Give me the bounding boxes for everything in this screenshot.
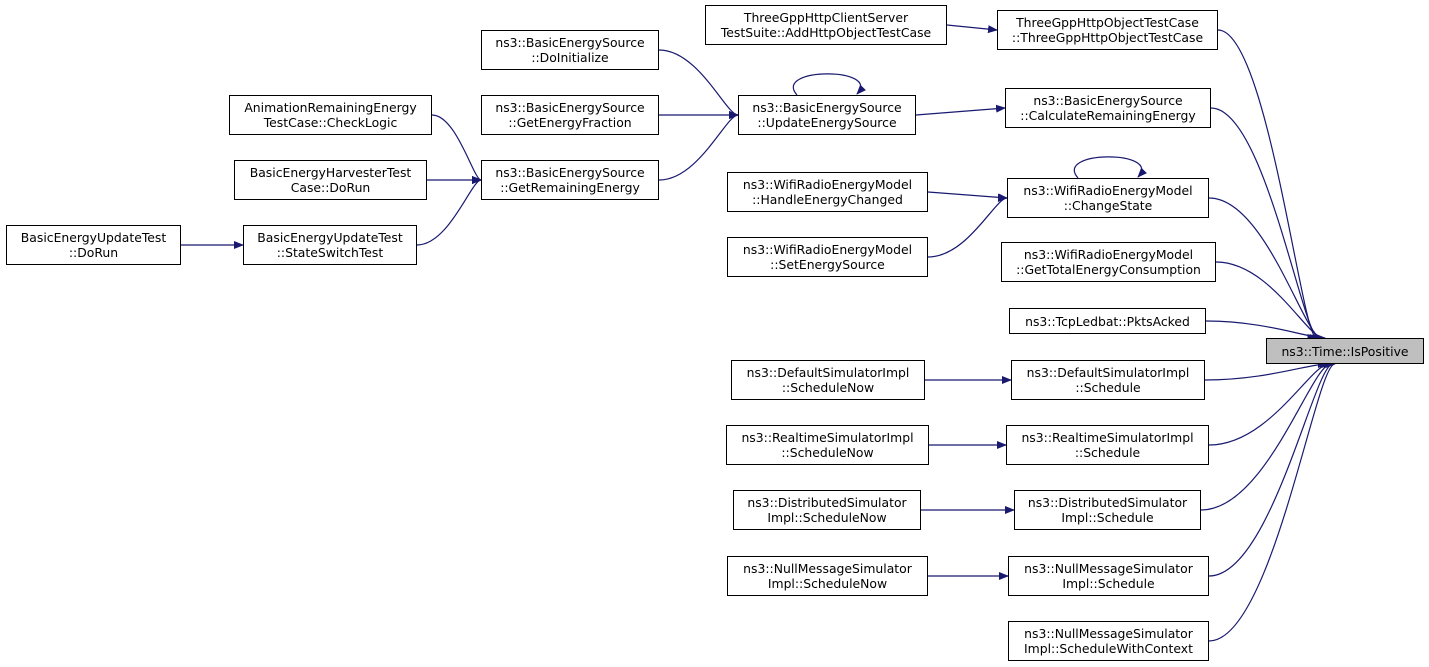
node-label-line: ::GetEnergyFraction	[508, 115, 632, 130]
node-wifiradioenergymodel-changestate[interactable]: ns3::WifiRadioEnergyModel::ChangeState	[1007, 178, 1209, 218]
node-label-line: Impl::ScheduleNow	[767, 576, 888, 591]
edge-changestate-to-ispositive	[1208, 197, 1323, 342]
node-threegpphttpobjecttestcase-ctor[interactable]: ThreeGppHttpObjectTestCase::ThreeGppHttp…	[997, 10, 1218, 50]
node-label-line: ns3::RealtimeSimulatorImpl	[1021, 430, 1194, 445]
node-label-line: ::ScheduleNow	[781, 380, 875, 395]
edge-animcheck-to-getrem	[431, 114, 482, 184]
node-label-line: ns3::DefaultSimulatorImpl	[1026, 365, 1190, 380]
node-label-line: ::GetTotalEnergyConsumption	[1016, 262, 1201, 277]
edge-updatesrc-to-calcrem	[915, 104, 1006, 116]
node-basicenergysource-getremainingenergy[interactable]: ns3::BasicEnergySource::GetRemainingEner…	[481, 160, 659, 200]
node-label-line: ns3::NullMessageSimulator	[1024, 561, 1193, 576]
node-label-line: ns3::WifiRadioEnergyModel	[1023, 183, 1193, 198]
edge-nullsched-to-ispositive	[1208, 360, 1334, 577]
node-label-line: TestSuite::AddHttpObjectTestCase	[720, 25, 932, 40]
node-label-line: ::Schedule	[1074, 445, 1141, 460]
edge-setenergy-to-changestate	[927, 194, 1008, 258]
node-wifiradioenergymodel-gettotalenergyconsumption[interactable]: ns3::WifiRadioEnergyModel::GetTotalEnerg…	[1001, 242, 1216, 282]
node-label-line: BasicEnergyUpdateTest	[20, 230, 167, 245]
node-label-line: ns3::BasicEnergySource	[752, 100, 902, 115]
edge-pktsacked-to-ispositive	[1205, 320, 1327, 342]
node-label-line: ns3::WifiRadioEnergyModel	[1023, 247, 1194, 262]
node-label-line: ns3::DistributedSimulator	[747, 495, 907, 510]
node-tcpledbat-pktsacked[interactable]: ns3::TcpLedbat::PktsAcked	[1009, 308, 1206, 334]
edge-changestate-to-changestate	[1074, 156, 1148, 179]
edge-calcrem-to-ispositive	[1210, 107, 1320, 342]
node-defaultsimulatorimpl-schedulenow[interactable]: ns3::DefaultSimulatorImpl::ScheduleNow	[731, 360, 925, 400]
node-time-ispositive: ns3::Time::IsPositive	[1266, 338, 1424, 364]
node-label-line: ::SetEnergySource	[770, 257, 885, 272]
node-realtimesimulatorimpl-schedulenow[interactable]: ns3::RealtimeSimulatorImpl::ScheduleNow	[726, 425, 929, 465]
node-label-line: BasicEnergyUpdateTest	[257, 230, 403, 245]
node-label-line: ::ChangeState	[1063, 198, 1153, 213]
node-label-line: ns3::TcpLedbat::PktsAcked	[1025, 313, 1190, 329]
edge-distsched-to-ispositive	[1200, 360, 1332, 511]
node-label-line: Impl::ScheduleNow	[767, 510, 887, 525]
node-label-line: ns3::NullMessageSimulator	[1024, 626, 1193, 641]
node-label-line: ::UpdateEnergySource	[757, 115, 897, 130]
node-label-line: ns3::BasicEnergySource	[495, 165, 645, 180]
node-label-line: ::HandleEnergyChanged	[752, 192, 903, 207]
node-label-line: Impl::Schedule	[1061, 510, 1154, 525]
node-label-line: ::DoRun	[68, 245, 119, 260]
node-label-line: ::DoInitialize	[531, 50, 609, 65]
node-basicenergysource-getenergyfraction[interactable]: ns3::BasicEnergySource::GetEnergyFractio…	[481, 95, 659, 135]
node-label-line: ns3::RealtimeSimulatorImpl	[741, 430, 914, 445]
node-basicenergysource-calculateremainingenergy[interactable]: ns3::BasicEnergySource::CalculateRemaini…	[1005, 88, 1211, 128]
node-label-line: ns3::BasicEnergySource	[495, 100, 645, 115]
node-label-line: ThreeGppHttpObjectTestCase	[1016, 15, 1199, 30]
edge-defsched-to-ispositive	[1204, 360, 1328, 381]
node-label-line: ns3::WifiRadioEnergyModel	[742, 242, 913, 257]
edge-doinit-to-updatesrc	[658, 49, 739, 119]
node-label-line: Impl::ScheduleWithContext	[1024, 641, 1193, 656]
edge-rtsched-to-ispositive	[1208, 360, 1330, 446]
node-label-line: ::ThreeGppHttpObjectTestCase	[1011, 30, 1204, 45]
node-basicenergysource-doinitialize[interactable]: ns3::BasicEnergySource::DoInitialize	[481, 30, 659, 70]
edge-handleenergy-to-changestate	[927, 191, 1008, 202]
node-label-line: ns3::NullMessageSimulator	[743, 561, 912, 576]
edge-stateswitch-to-getrem	[416, 176, 482, 246]
node-basicenergysource-updateenergysource[interactable]: ns3::BasicEnergySource::UpdateEnergySour…	[738, 95, 916, 135]
node-label-line: ns3::Time::IsPositive	[1281, 343, 1409, 359]
node-label-line: AnimationRemainingEnergy	[244, 100, 417, 115]
node-label-line: ::StateSwitchTest	[276, 245, 384, 260]
node-label-line: Case::DoRun	[290, 180, 371, 195]
node-label-line: ::Schedule	[1075, 380, 1141, 395]
node-label-line: ns3::BasicEnergySource	[1033, 93, 1183, 108]
edge-gettotal-to-ispositive	[1215, 261, 1325, 342]
edge-updatesrc-to-updatesrc	[793, 73, 867, 96]
node-label-line: ns3::DefaultSimulatorImpl	[746, 365, 910, 380]
node-label-line: ::GetRemainingEnergy	[500, 180, 640, 195]
node-label-line: ns3::DistributedSimulator	[1027, 495, 1188, 510]
node-label-line: Impl::Schedule	[1062, 576, 1155, 591]
edge-httpsuite-to-httpcase	[946, 24, 998, 34]
node-label-line: BasicEnergyHarvesterTest	[249, 165, 412, 180]
node-label-line: ::CalculateRemainingEnergy	[1020, 108, 1196, 123]
edge-getrem-to-updatesrc	[658, 111, 739, 181]
node-label-line: ::ScheduleNow	[781, 445, 874, 460]
edge-httpcase-to-ispositive	[1217, 29, 1318, 342]
node-label-line: ns3::WifiRadioEnergyModel	[742, 177, 913, 192]
node-basicenergyupdatetest-stateswitchtest[interactable]: BasicEnergyUpdateTest::StateSwitchTest	[243, 225, 417, 265]
node-basicenergyupdatetest-dorun[interactable]: BasicEnergyUpdateTest::DoRun	[6, 225, 181, 265]
edge-nullctx-to-ispositive	[1208, 360, 1336, 642]
node-realtimesimulatorimpl-schedule[interactable]: ns3::RealtimeSimulatorImpl::Schedule	[1006, 425, 1209, 465]
node-label-line: ns3::BasicEnergySource	[495, 35, 645, 50]
node-wifiradioenergymodel-handleenergychanged[interactable]: ns3::WifiRadioEnergyModel::HandleEnergyC…	[727, 172, 928, 212]
node-label-line: ThreeGppHttpClientServer	[743, 10, 909, 25]
node-defaultsimulatorimpl-schedule[interactable]: ns3::DefaultSimulatorImpl::Schedule	[1011, 360, 1205, 400]
node-wifiradioenergymodel-setenergysource[interactable]: ns3::WifiRadioEnergyModel::SetEnergySour…	[727, 237, 928, 277]
node-label-line: TestCase::CheckLogic	[263, 115, 398, 130]
